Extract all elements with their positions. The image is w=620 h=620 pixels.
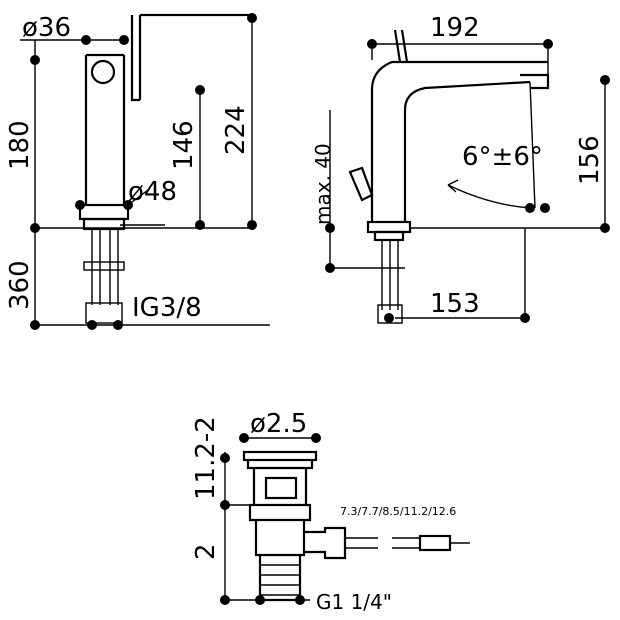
drain-slot [264,476,298,500]
drain-cap [242,450,318,462]
drain-body [248,468,312,602]
side-stopper-rod [348,166,374,202]
front-handle-knob [90,59,116,85]
label-dim-146: 146 [169,120,199,170]
label-thread-drain: G1 1/4" [316,590,392,614]
label-thread-hose: IG3/8 [132,293,202,323]
label-dim-max40: max. 40 [311,143,335,225]
side-hose-ends [377,304,403,324]
drain-rod-connector [418,534,452,552]
front-dim-lines [20,18,270,326]
side-spout-body [370,60,548,222]
front-base-flange [78,203,130,221]
side-lever [393,29,409,63]
label-dim-153: 153 [430,289,480,319]
drain-side-outlet [304,526,347,560]
front-base-ring [82,217,126,231]
side-spout-tip [520,73,550,90]
label-diam-top: ø36 [22,13,71,43]
label-dim-drain-top: 11.2-2 [191,416,221,500]
side-dim-lines [329,43,606,319]
label-dim-224: 224 [221,105,251,155]
drain-dim-lines [224,437,320,601]
drain-rod [345,537,420,549]
label-dim-156: 156 [575,135,605,185]
drain-thread-lines [260,564,300,596]
side-angle-arc [447,81,536,209]
label-diam-base: ø48 [128,177,177,207]
side-base-ring [373,230,405,242]
front-spout-body [84,53,126,205]
label-angle: 6°±6° [462,142,543,172]
drain-assembly: ø2.5 11.2-2 2 7.3/7.7/8.5/11.2/12.6 G1 1… [191,409,470,614]
label-rod-lengths: 7.3/7.7/8.5/11.2/12.6 [340,505,456,518]
side-hoses [381,240,399,310]
label-dim-360: 360 [5,260,35,310]
front-hoses [91,229,119,305]
front-view: ø36 180 146 224 ø48 360 IG3/8 [5,13,270,330]
front-lever [130,13,252,102]
label-dim-180: 180 [5,120,35,170]
side-base-flange [366,220,412,234]
side-view: 192 max. 40 6°±6° 156 153 [311,13,610,324]
drain-cap-lower [246,460,314,470]
label-dim-192: 192 [430,13,480,43]
front-hose-clamp [83,261,125,271]
label-dim-drain-2: 2 [191,543,221,560]
label-diam-drain: ø2.5 [250,409,307,439]
front-hose-ends [85,302,123,324]
